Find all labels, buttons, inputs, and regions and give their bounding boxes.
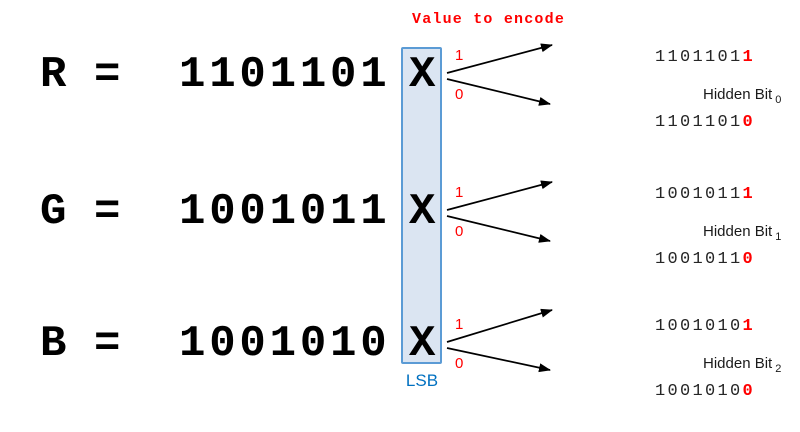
arrow-g-one bbox=[446, 180, 553, 211]
arrow-g-zero bbox=[446, 215, 551, 243]
arrow-r-zero bbox=[446, 78, 551, 106]
value-to-encode-label: Value to encode bbox=[412, 11, 566, 28]
lsb-highlight-column bbox=[401, 47, 442, 364]
lsb-label: LSB bbox=[405, 371, 439, 390]
arrow-r-one bbox=[446, 43, 553, 74]
arrow-b-one bbox=[446, 308, 553, 343]
arrow-b-zero bbox=[446, 347, 551, 373]
